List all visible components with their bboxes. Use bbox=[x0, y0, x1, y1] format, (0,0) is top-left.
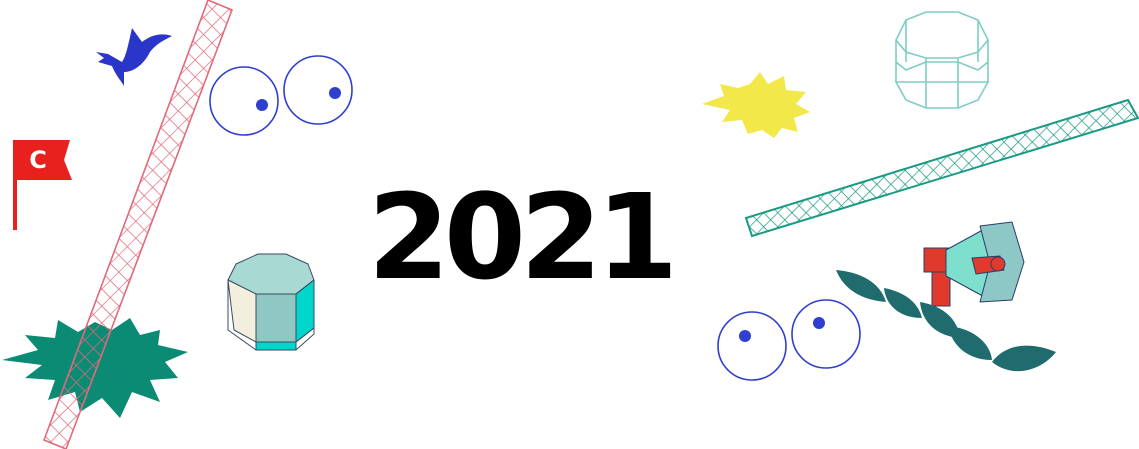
year-text: 2021 bbox=[368, 168, 672, 306]
petals-icon bbox=[836, 270, 1056, 372]
bird-icon bbox=[96, 28, 172, 86]
eyes-bottom-right-icon bbox=[717, 299, 861, 381]
eyes-top-left-icon bbox=[209, 55, 353, 136]
flag-letter: C bbox=[29, 146, 47, 174]
prism-icon bbox=[227, 253, 315, 351]
wire-prism-icon bbox=[894, 11, 990, 109]
flag-icon: C bbox=[13, 140, 72, 230]
year-headline: 2021 bbox=[368, 168, 678, 306]
teal-net-icon bbox=[744, 98, 1139, 238]
pink-net-icon bbox=[42, 0, 234, 449]
sun-icon bbox=[702, 72, 810, 138]
megaphone-icon bbox=[923, 221, 1025, 307]
